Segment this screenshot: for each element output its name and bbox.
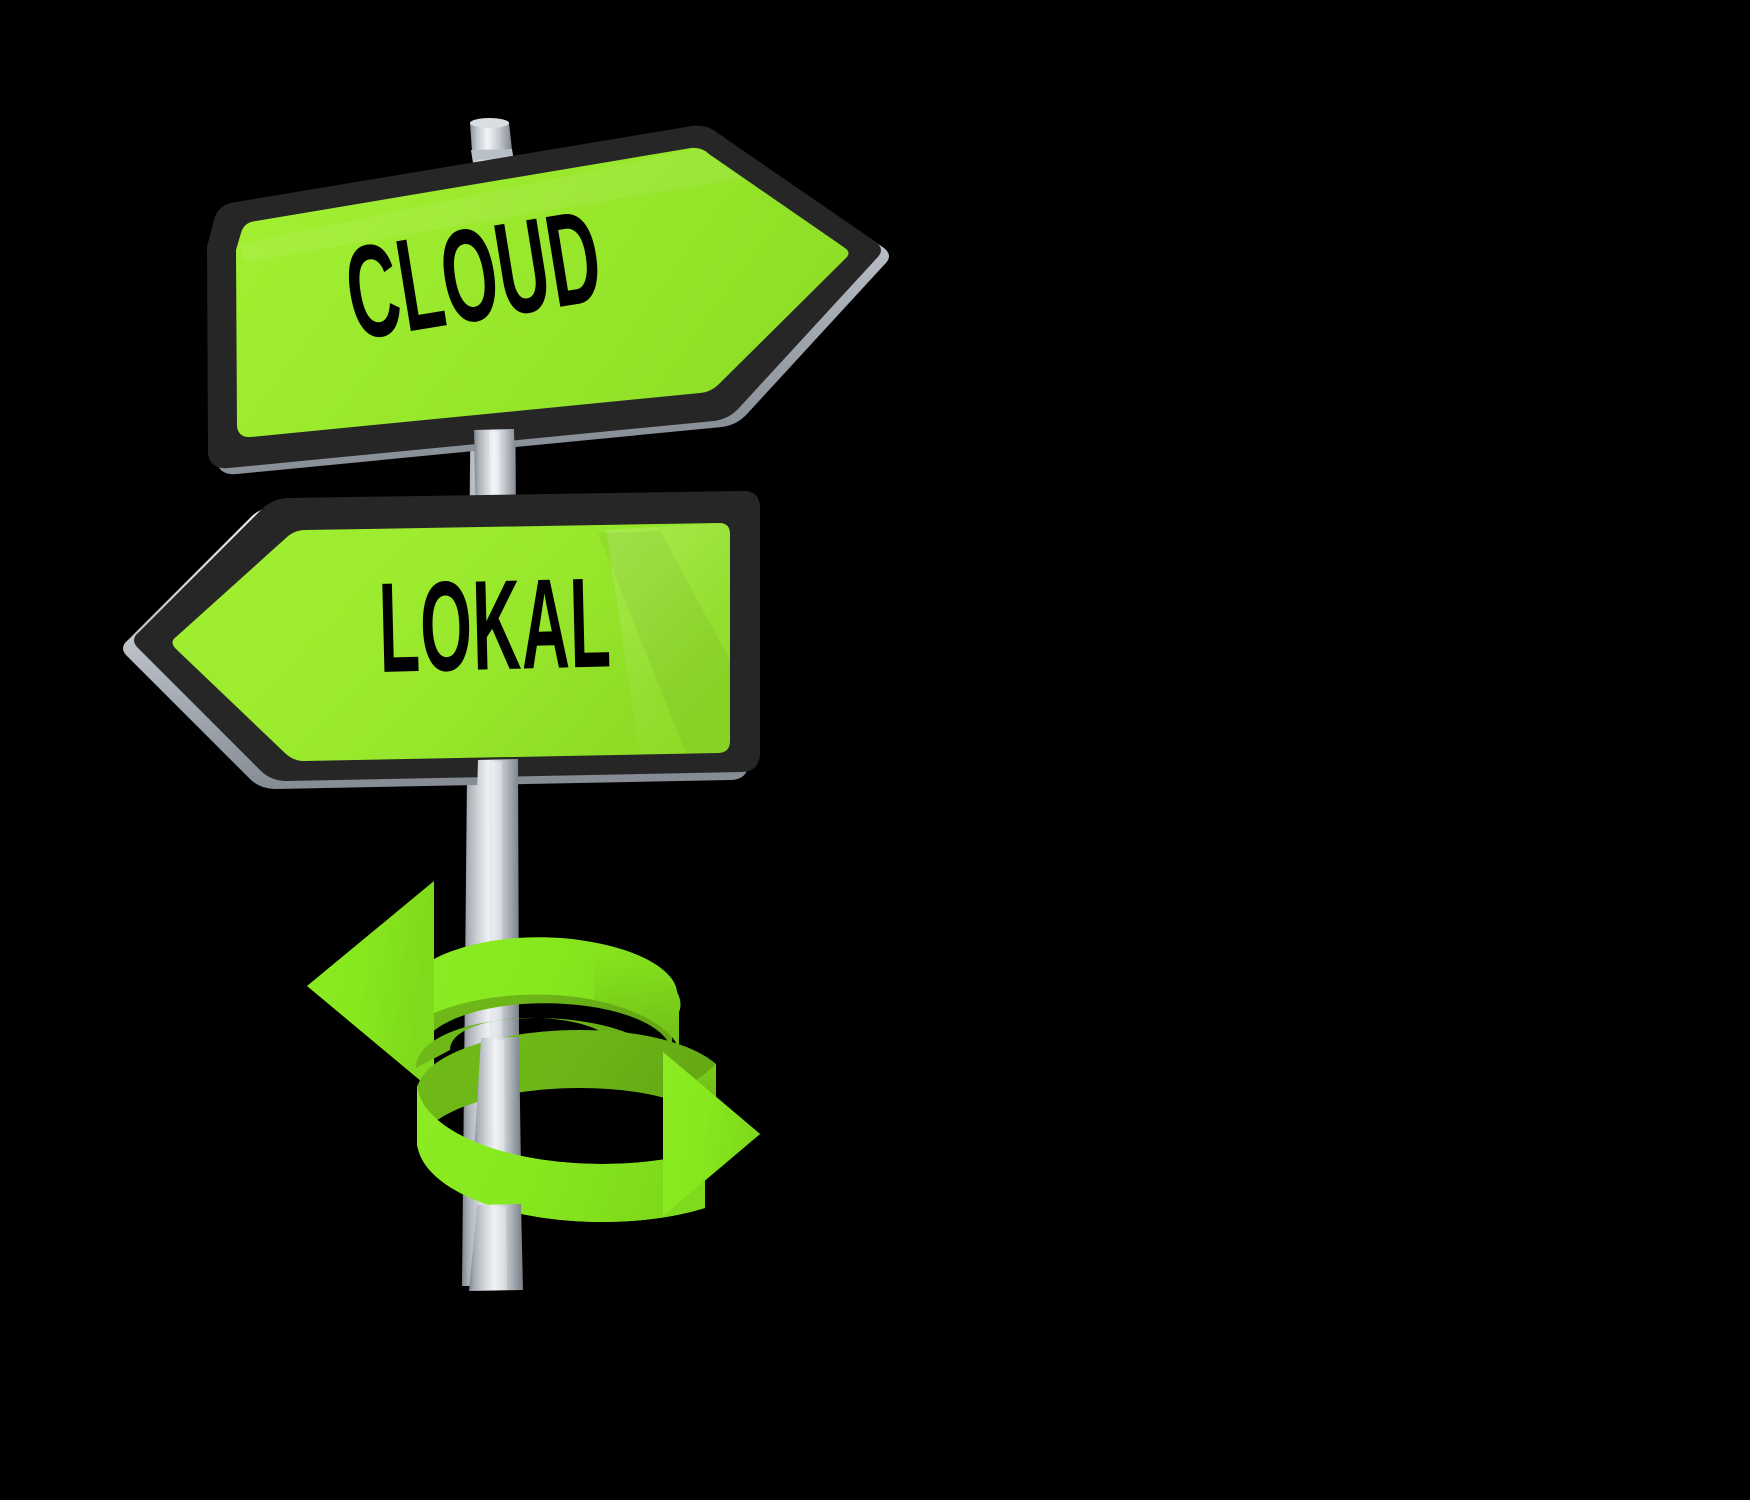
spiral-upper-arrow-group bbox=[307, 881, 681, 1092]
sign-lokal[interactable]: LOKAL bbox=[123, 490, 760, 789]
sign-lokal-face bbox=[172, 523, 730, 761]
spiral-lower-front-over-pole bbox=[417, 1052, 760, 1222]
sign-cloud-face bbox=[236, 147, 849, 438]
sign-cloud[interactable]: CLOUD bbox=[207, 125, 889, 475]
pole-bottom-section bbox=[469, 1204, 523, 1291]
pole-front-over-spiral bbox=[473, 1037, 521, 1171]
sign-lokal-gloss bbox=[606, 523, 730, 754]
sign-lokal-label: LOKAL bbox=[377, 551, 612, 700]
